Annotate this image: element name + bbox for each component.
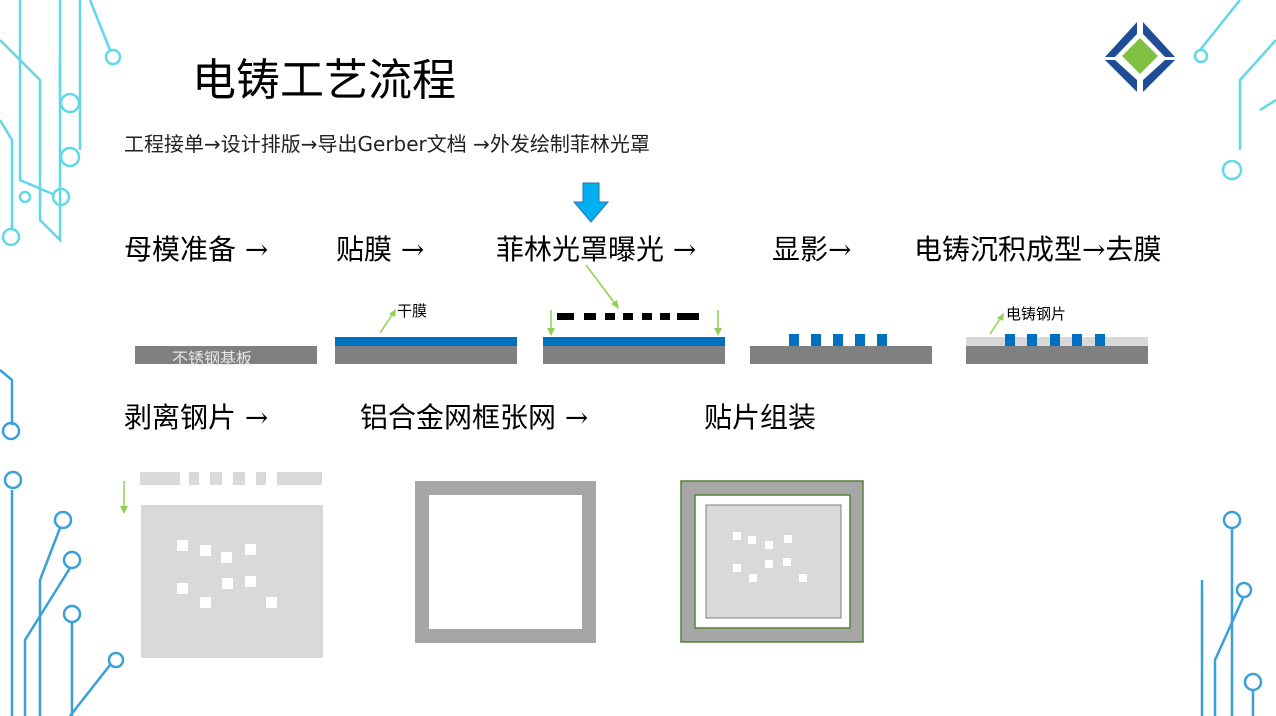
step-peel: 剥离钢片 → bbox=[124, 401, 269, 434]
step-frame-tension: 铝合金网框张网 → bbox=[360, 401, 589, 434]
step-assembly: 贴片组装 bbox=[704, 401, 817, 434]
step-exposure: 菲林光罩曝光 → bbox=[496, 233, 697, 266]
label-dry-film: 干膜 bbox=[397, 302, 428, 320]
label-steel-sheet: 电铸钢片 bbox=[1006, 305, 1067, 323]
label-substrate: 不锈钢基板 bbox=[172, 349, 253, 368]
page-title: 电铸工艺流程 bbox=[192, 55, 456, 106]
process-summary: 工程接单→设计排版→导出Gerber文档 →外发绘制菲林光罩 bbox=[124, 132, 650, 156]
step-mold-prep: 母模准备 → bbox=[124, 233, 269, 266]
step-film: 贴膜 → bbox=[336, 233, 425, 266]
step-electroform: 电铸沉积成型→去膜 bbox=[914, 233, 1162, 266]
step-develop: 显影→ bbox=[772, 233, 852, 266]
